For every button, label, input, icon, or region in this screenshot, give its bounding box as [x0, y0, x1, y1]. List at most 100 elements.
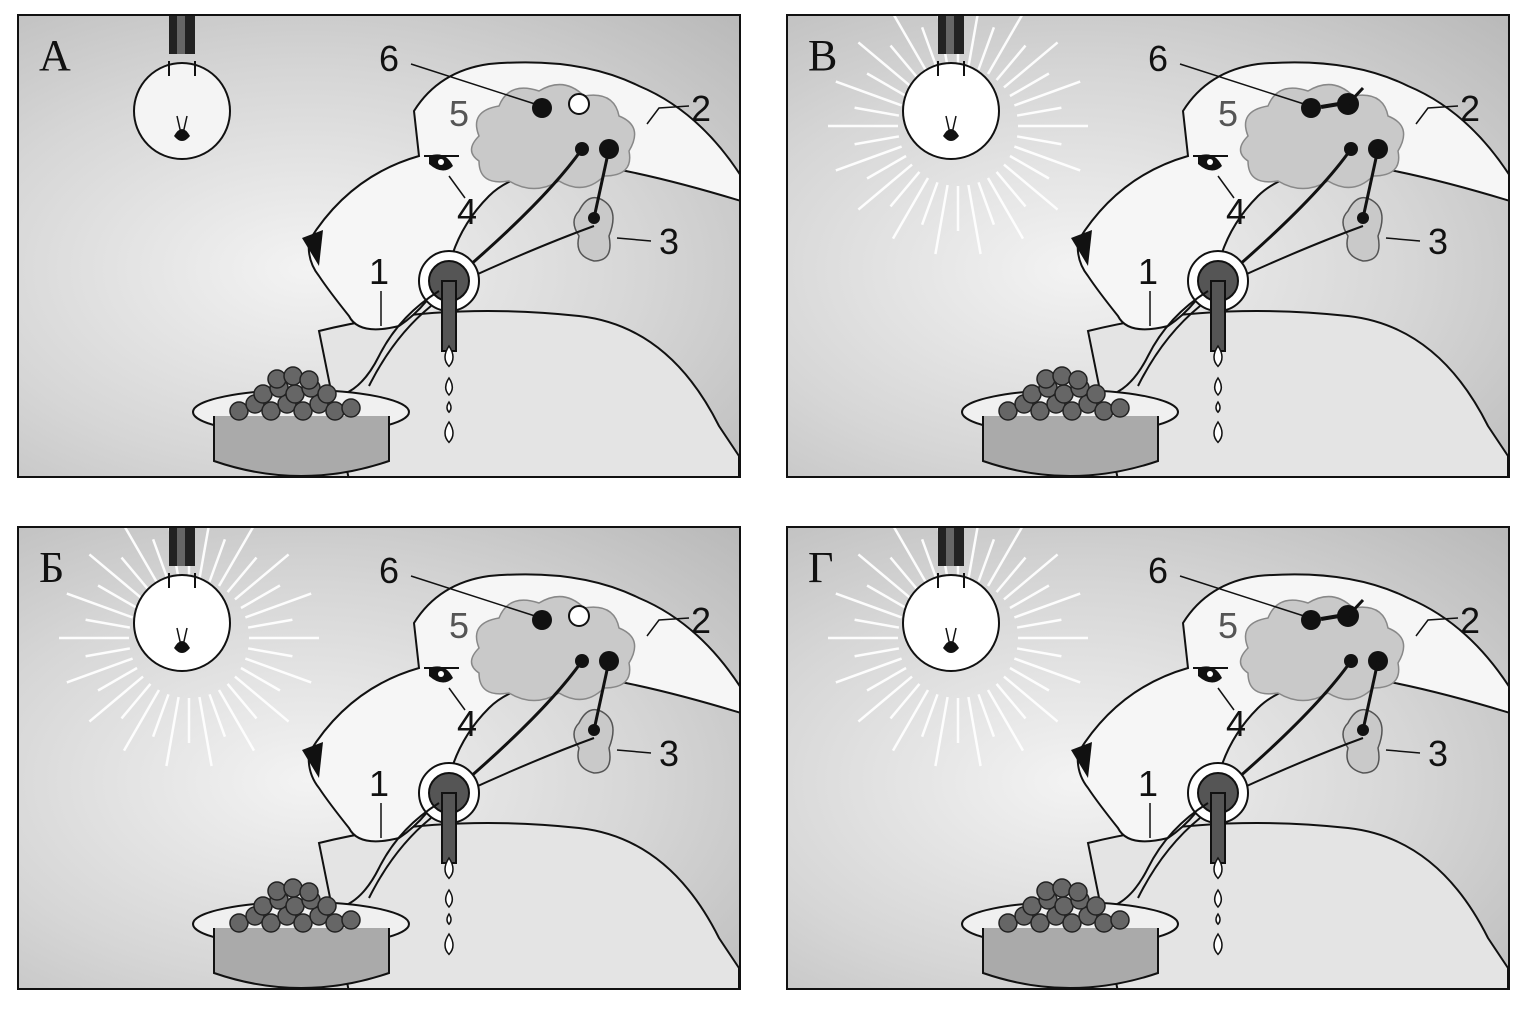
leader-2: [1415, 105, 1459, 125]
saliva-drop: [446, 912, 452, 926]
food-pellet: [1036, 881, 1056, 901]
light-ray: [97, 584, 138, 610]
light-ray: [995, 44, 1027, 81]
light-bulb-icon: [902, 62, 1000, 160]
lamp-socket-highlight: [946, 528, 954, 566]
label-3: 3: [659, 733, 679, 774]
label-5: 5: [1218, 93, 1238, 134]
visual-center-neuron: [1301, 98, 1321, 118]
bulb-wire: [176, 627, 188, 651]
light-ray: [893, 16, 930, 75]
temporary-connection: [1320, 102, 1340, 109]
light-ray: [857, 163, 913, 211]
light-ray: [198, 528, 210, 580]
leader-2: [646, 105, 690, 125]
light-ray: [165, 696, 180, 767]
visual-center-neuron: [1301, 610, 1321, 630]
salivary-gland: [573, 196, 614, 262]
label-5: 5: [1218, 605, 1238, 646]
light-ray: [208, 693, 227, 738]
lamp-socket-highlight: [177, 528, 185, 566]
light-ray: [1016, 106, 1062, 117]
light-ray: [889, 556, 921, 593]
light-ray: [244, 592, 312, 619]
light-ray: [217, 689, 256, 752]
food-pellet: [341, 910, 361, 930]
light-ray: [1013, 592, 1081, 619]
light-ray: [934, 184, 949, 255]
dog-eye-glint: [1207, 159, 1213, 165]
light-ray: [986, 689, 1025, 752]
nerve-path: [1237, 737, 1364, 791]
light-ray: [920, 538, 939, 583]
light-ray: [995, 683, 1027, 720]
dog-eye-glint: [438, 159, 444, 165]
label-4: 4: [1226, 191, 1246, 232]
light-ray: [1016, 647, 1062, 658]
label-4: 4: [457, 191, 477, 232]
light-ray: [866, 72, 907, 98]
light-ray: [66, 592, 134, 619]
food-pellet: [1052, 366, 1072, 386]
nerve-path: [1237, 225, 1364, 279]
light-ray: [857, 553, 913, 601]
dog-nose: [302, 742, 323, 778]
label-4: 4: [1226, 703, 1246, 744]
light-ray: [151, 538, 170, 583]
bowl-side: [213, 928, 390, 988]
saliva-drop: [444, 344, 454, 368]
light-ray: [88, 675, 144, 723]
light-ray: [920, 181, 939, 226]
label-2: 2: [1460, 600, 1480, 641]
saliva-drop: [444, 932, 454, 956]
nerve-path: [592, 660, 611, 731]
light-ray: [226, 556, 258, 593]
light-ray: [247, 618, 293, 629]
food-pellet: [261, 401, 281, 421]
light-ray: [88, 553, 144, 601]
light-ray: [835, 657, 903, 684]
saliva-drop: [1213, 376, 1223, 397]
light-ray: [1016, 618, 1062, 629]
nerve-path: [468, 225, 595, 279]
saliva-tube: [441, 792, 457, 864]
food-pellet: [325, 401, 345, 421]
light-ray: [986, 528, 1023, 587]
salivary-center-neuron: [568, 93, 590, 115]
label-2: 2: [691, 88, 711, 129]
light-ray: [1016, 135, 1062, 146]
dog-eye-glint: [438, 671, 444, 677]
nerve-path: [1361, 660, 1380, 731]
light-ray: [240, 666, 281, 692]
light-ray: [934, 696, 949, 767]
food-pellet: [299, 882, 319, 902]
light-ray: [835, 80, 903, 107]
light-ray: [1009, 72, 1050, 98]
food-pellet: [293, 401, 313, 421]
light-bulb-icon: [133, 574, 231, 672]
lamp-socket-highlight: [177, 16, 185, 54]
leader-2: [646, 617, 690, 637]
light-ray: [120, 683, 152, 720]
light-ray: [857, 41, 913, 89]
leader-3: [1385, 237, 1421, 242]
label-2: 2: [691, 600, 711, 641]
leader-4: [1217, 175, 1235, 199]
nerve-path: [1237, 148, 1353, 268]
food-pellet: [998, 401, 1018, 421]
bulb-neck: [168, 573, 196, 588]
salivary-center-neuron: [568, 605, 590, 627]
nerve-path: [1361, 148, 1380, 219]
duct: [1112, 802, 1209, 907]
salivary-gland: [1342, 196, 1383, 262]
bowl-side: [982, 416, 1159, 476]
light-ray: [854, 135, 900, 146]
leader-4: [448, 175, 466, 199]
light-ray: [1003, 163, 1059, 211]
duct: [1137, 305, 1201, 387]
duct: [343, 802, 440, 907]
food-pellet: [293, 913, 313, 933]
temporary-connection: [1320, 614, 1340, 621]
